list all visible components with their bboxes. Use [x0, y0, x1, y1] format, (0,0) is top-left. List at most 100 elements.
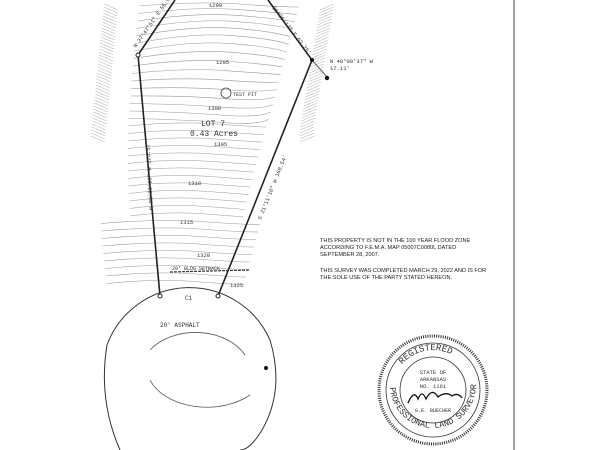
hatch-line [95, 90, 110, 98]
contour-line [102, 242, 255, 248]
hatch-line [99, 48, 114, 56]
hatch-line [306, 81, 322, 89]
hatch-line [92, 120, 107, 128]
seal-number: NO. 1161 [420, 383, 447, 390]
hatch-line [299, 132, 315, 140]
curve-label: C1 [185, 295, 193, 302]
hatch-line [304, 96, 319, 104]
contour-line [104, 257, 251, 263]
contour-line [128, 167, 255, 173]
road-marker [264, 366, 268, 370]
setback-label: 20' BLDG SETBACK [172, 266, 220, 272]
hatch-line [102, 18, 117, 26]
contour-line [128, 175, 253, 180]
contour-label: 1305 [214, 141, 227, 148]
lot-boundary-left [137, 0, 176, 297]
contour-line [129, 110, 271, 117]
hatch-line [91, 132, 106, 140]
hatch-line [93, 105, 108, 113]
hatch-line [100, 39, 115, 47]
corner-marker [310, 58, 314, 62]
hatch-line [101, 30, 116, 38]
hatch-line [310, 60, 325, 68]
contour-label: 1320 [197, 252, 210, 259]
hatch-line [312, 45, 328, 53]
hatch-line [97, 72, 112, 80]
contour-line [106, 280, 244, 285]
contour-line [132, 60, 283, 68]
hatch-line [302, 108, 317, 116]
contour-label: 1290 [209, 2, 222, 9]
road-inner-edge [149, 379, 251, 408]
hatch-line [100, 42, 115, 50]
contour-line [127, 160, 257, 165]
hatch-line [299, 123, 315, 131]
hatch-line [98, 57, 113, 65]
seal-top-text: REGISTERED [397, 343, 454, 367]
contour-line [104, 265, 248, 270]
contour-line [135, 27, 291, 38]
hatch-line [317, 15, 333, 23]
contour-line [130, 95, 275, 101]
tie-point-marker [324, 75, 330, 81]
hatch-line [91, 126, 106, 134]
contour-line [130, 212, 243, 218]
hatch-line [94, 96, 109, 104]
hatch-line [98, 54, 113, 62]
hatch-line [95, 87, 110, 95]
call-left: N 03°00'00" W 125.57' [144, 141, 155, 211]
hatch-line [91, 123, 107, 131]
hatch-line [96, 78, 111, 86]
hatch-line [92, 114, 107, 122]
road-label: 20' ASPHALT [160, 322, 200, 329]
call-tie: N 40°00'37" W [330, 58, 374, 65]
hatch-line [300, 120, 315, 128]
corner-marker [215, 293, 221, 299]
hatch-line [299, 126, 315, 134]
setback-line [169, 269, 251, 273]
contour-label: 1310 [188, 180, 201, 187]
hatch-line [309, 66, 324, 74]
hatch-line [92, 117, 107, 125]
hatch-line [93, 111, 108, 119]
hatch-line [103, 9, 118, 17]
contour-line [135, 34, 289, 45]
contour-line [132, 69, 281, 75]
signature [407, 391, 463, 404]
hatch-line [301, 114, 316, 122]
lot-label: LOT 7 [201, 120, 225, 129]
hatch-line [313, 39, 329, 47]
hatch-line [316, 21, 332, 29]
road-inner-edge [149, 332, 246, 356]
contour-label: 1295 [216, 59, 229, 66]
hatch-line [314, 36, 329, 44]
hatch-line [100, 36, 115, 44]
tie-line [311, 59, 328, 78]
hatch-line [306, 84, 321, 92]
hatch-line [98, 60, 113, 68]
call-top-right: 38°26'17" E 62.25' [270, 5, 312, 56]
hatch-line [102, 15, 117, 23]
contour-line [128, 122, 267, 128]
survey-note: This survey was completed March 29, 2022… [320, 268, 487, 281]
hatch-line [316, 24, 331, 32]
seal-name: G.E. BUECHER [415, 408, 451, 414]
hatch-line [94, 102, 109, 110]
hatch-line [99, 51, 114, 59]
call-tie-distance: 17.11' [330, 65, 350, 72]
seal-state-label: STATE OF [420, 369, 446, 376]
contour-line [103, 250, 253, 255]
seal-state-name: ARKANSAS [420, 376, 447, 383]
flood-zone-note: This property is not in the 100 year flo… [320, 238, 471, 258]
contour-line [127, 152, 259, 158]
contour-line [130, 87, 277, 92]
hatch-line [103, 12, 118, 20]
hatch-line [97, 69, 112, 77]
hatch-line [303, 99, 319, 107]
hatch-line [91, 129, 106, 137]
corner-marker [135, 52, 141, 58]
hatch-line [299, 129, 315, 137]
hatch-line [101, 27, 116, 35]
